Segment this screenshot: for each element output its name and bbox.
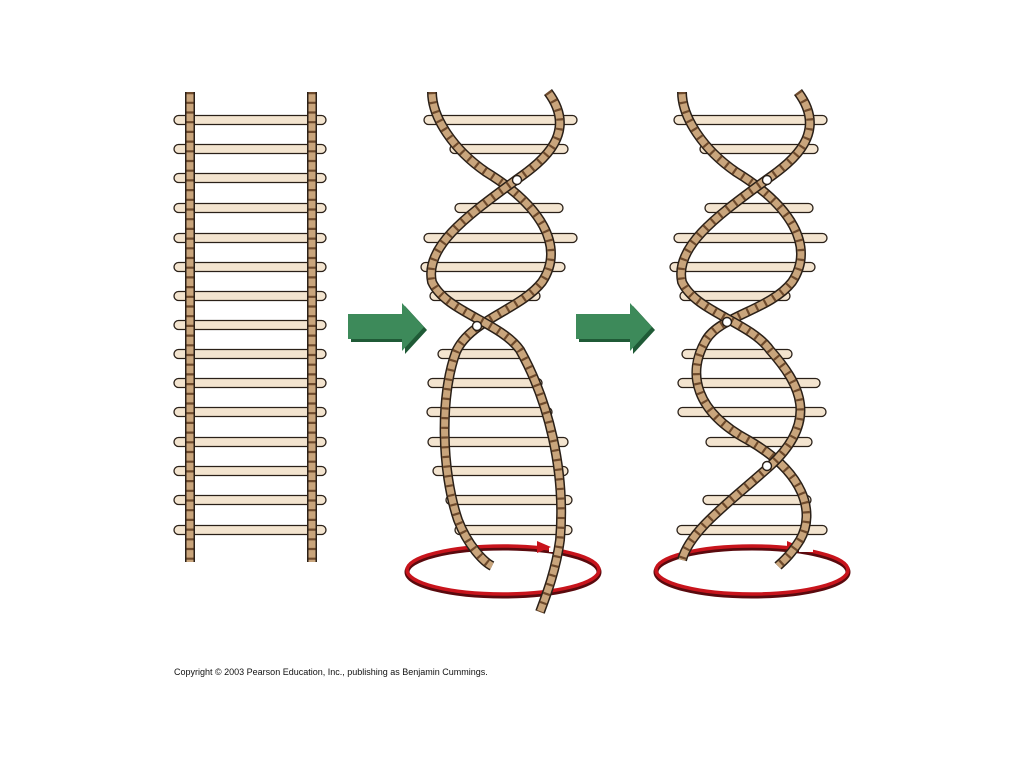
ladder-rung (174, 467, 326, 476)
ladder-rung (174, 350, 326, 359)
ladder-rung (174, 496, 326, 505)
helix-rung (674, 116, 827, 125)
partially-twisted-ladder-panel (407, 92, 599, 612)
crossing-knot (513, 176, 522, 185)
partial-rung (424, 116, 577, 125)
ladder-rung (174, 438, 326, 447)
transition-arrow-1 (348, 303, 427, 354)
ladder-rung (174, 234, 326, 243)
crossing-knot (763, 462, 772, 471)
ladder-rung (174, 116, 326, 125)
crossing-knot (763, 176, 772, 185)
double-helix-panel (656, 92, 848, 596)
ladder-rung (174, 408, 326, 417)
ladder-rung (174, 321, 326, 330)
ladder-rung (174, 204, 326, 213)
helix-rung (703, 496, 811, 505)
partial-rung (446, 496, 572, 505)
rotation-ellipse (407, 546, 599, 594)
partial-rung (455, 526, 572, 535)
ladder-rung (174, 292, 326, 301)
ladder-rung (174, 263, 326, 272)
crossing-knot (723, 318, 732, 327)
ladder-rung (174, 379, 326, 388)
transition-arrow-2 (576, 303, 655, 354)
rotation-indicator (407, 540, 599, 596)
straight-ladder-panel (174, 92, 326, 562)
ladder-rung (174, 526, 326, 535)
ladder-rung (174, 174, 326, 183)
ladder-rung (174, 145, 326, 154)
rope-strand-b (681, 92, 810, 560)
crossing-knot (473, 322, 482, 331)
copyright-notice: Copyright © 2003 Pearson Education, Inc.… (174, 667, 488, 677)
partial-rung (433, 467, 568, 476)
